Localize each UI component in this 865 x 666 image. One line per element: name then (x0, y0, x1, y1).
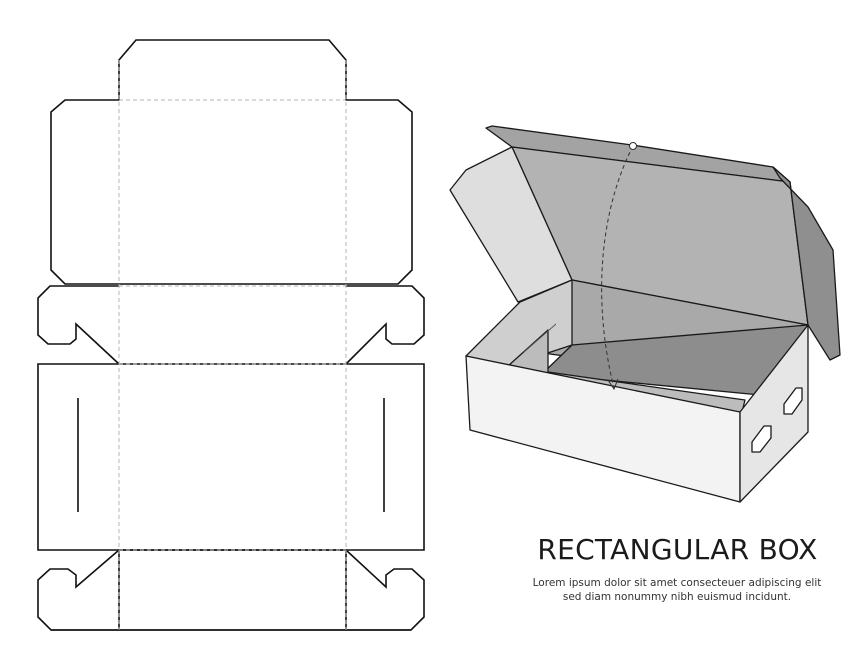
description: Lorem ipsum dolor sit amet consecteuer a… (492, 576, 862, 604)
box-dieline (37, 39, 425, 631)
right-upper-tab (345, 285, 425, 365)
page-title: RECTANGULAR BOX (537, 533, 818, 566)
right-lower-tab (345, 549, 425, 631)
left-lower-tab (37, 549, 120, 631)
closing-arrow-head (607, 378, 619, 391)
arrow-origin-dot (629, 142, 637, 150)
fold-lines (118, 60, 347, 630)
box-right-wall (739, 324, 809, 503)
lid-right-flap (772, 166, 841, 361)
closing-arrow (601, 145, 634, 389)
handle-left (751, 425, 772, 453)
lid-left-flap (449, 146, 573, 303)
description-line-1: Lorem ipsum dolor sit amet consecteuer a… (532, 577, 822, 589)
bottom-strip (118, 549, 347, 631)
box-3d (449, 125, 841, 503)
description-line-2: sed diam nonummy nibh euismud incidunt. (562, 591, 792, 603)
handle-right (783, 387, 803, 415)
base-panel (37, 363, 425, 551)
lid-panel (50, 39, 413, 285)
left-upper-tab (37, 285, 120, 365)
